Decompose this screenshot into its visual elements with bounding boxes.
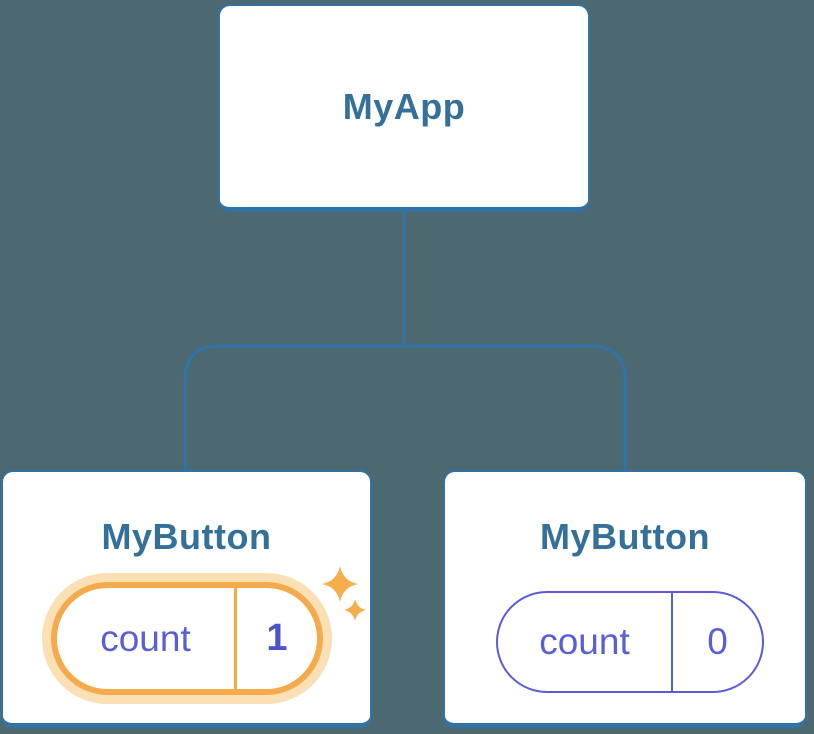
state-value-cell: 0 xyxy=(673,593,762,691)
state-key-label: count xyxy=(539,621,630,662)
sparkle-large xyxy=(322,566,358,602)
node-child-right: MyButton count 0 xyxy=(443,470,807,728)
state-pill: count 0 xyxy=(496,591,764,693)
node-child-left: MyButton count 1 xyxy=(1,470,372,728)
node-child-right-label: MyButton xyxy=(540,516,710,557)
node-root: MyApp xyxy=(218,4,590,212)
pill-divider xyxy=(234,588,237,689)
state-value-cell: 1 xyxy=(237,588,317,689)
connector-fork xyxy=(183,344,627,471)
node-child-left-label: MyButton xyxy=(101,516,272,557)
state-pill-highlighted: count 1 xyxy=(51,582,323,695)
pill-divider xyxy=(671,593,673,691)
state-key-label: count xyxy=(100,617,191,659)
state-value: 1 xyxy=(266,617,288,659)
sparkle-small xyxy=(344,599,366,621)
state-value: 0 xyxy=(707,621,728,662)
state-key-cell: count xyxy=(57,588,234,689)
state-key-cell: count xyxy=(498,593,671,691)
node-root-label: MyApp xyxy=(342,85,466,127)
sparkle-icon xyxy=(322,566,366,621)
